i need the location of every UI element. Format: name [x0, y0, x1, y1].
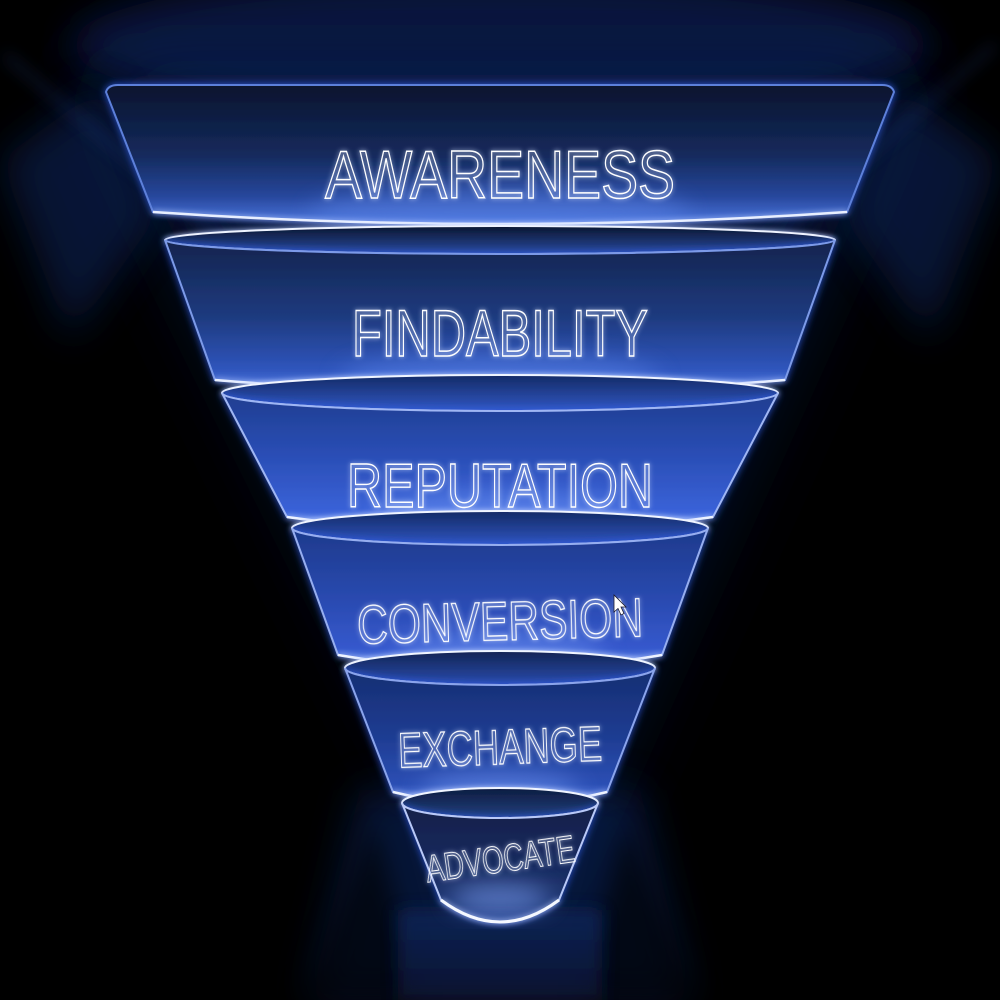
funnel-segment-exchange — [344, 650, 656, 808]
light-wedge-right — [842, 85, 1000, 340]
funnel-label-reputation: REPUTATION — [347, 452, 653, 521]
segment-junction-glow — [152, 210, 848, 226]
mouse-cursor-icon — [613, 594, 627, 616]
segment-junction-glow — [440, 898, 560, 924]
funnel-labels: AWARENESS FINDABILITY REPUTATION CONVERS… — [324, 136, 676, 891]
funnel-label-conversion: CONVERSION — [356, 586, 644, 655]
funnel-segment-advocate — [401, 787, 599, 924]
funnel-label-findability: FINDABILITY — [352, 296, 648, 370]
segment-hotspot — [450, 884, 550, 912]
funnel-segment-awareness — [104, 84, 896, 238]
shadow-right — [580, 825, 700, 1000]
segment-hotspot — [310, 186, 690, 238]
shadow-left — [300, 825, 420, 1000]
funnel-label-exchange: EXCHANGE — [397, 717, 603, 778]
funnel-label-awareness: AWARENESS — [325, 137, 675, 213]
